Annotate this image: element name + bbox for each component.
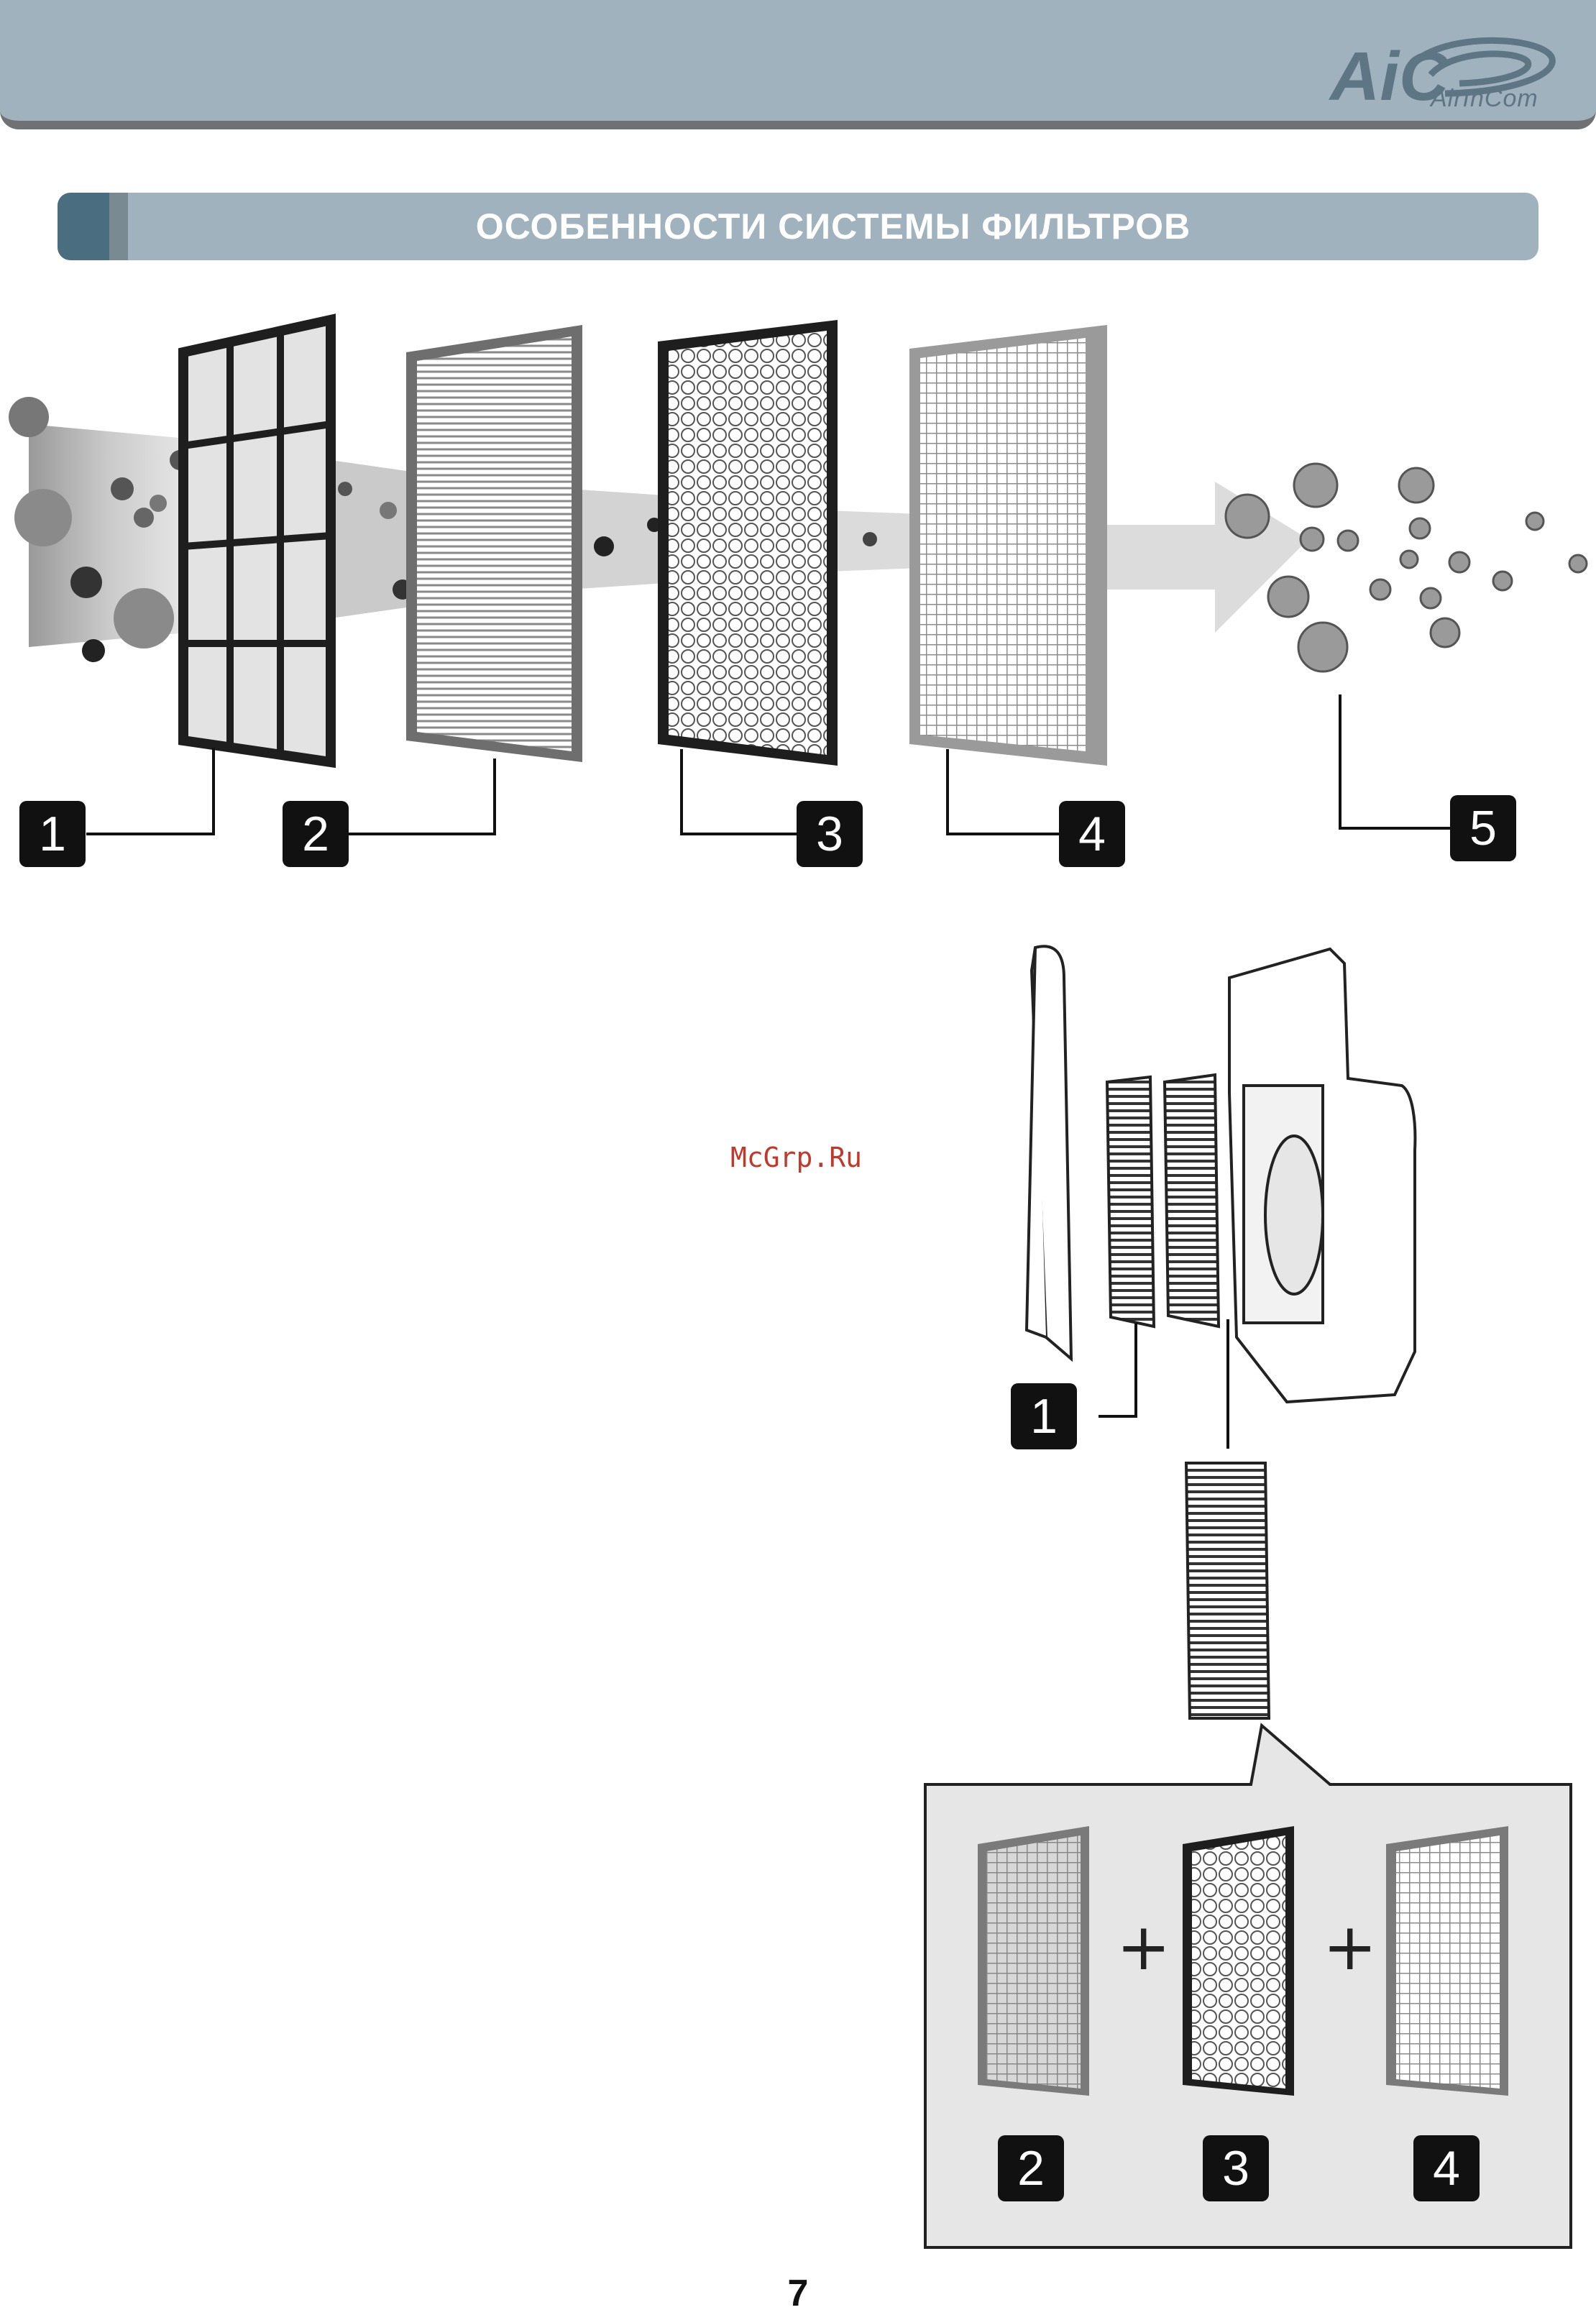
combo-badge-3: 3 xyxy=(1203,2135,1269,2201)
page-number: 7 xyxy=(0,2272,1596,2315)
label-badge-4: 4 xyxy=(1059,801,1125,867)
plus-sign-2: + xyxy=(1323,1915,1377,1980)
filter-2 xyxy=(406,325,582,762)
filter-4 xyxy=(909,325,1107,766)
label-badge-5: 5 xyxy=(1450,795,1516,861)
watermark: McGrp.Ru xyxy=(730,1142,862,1173)
prefilter-1 xyxy=(183,320,331,762)
combo-badge-4: 4 xyxy=(1413,2135,1480,2201)
filter-3 xyxy=(658,320,838,766)
label-badge-2: 2 xyxy=(283,801,349,867)
plus-sign-1: + xyxy=(1116,1915,1170,1980)
purifier-unit xyxy=(1027,946,1415,1718)
unit-label-badge-1: 1 xyxy=(1011,1383,1077,1449)
label-badge-1: 1 xyxy=(19,801,86,867)
label-badge-3: 3 xyxy=(797,801,863,867)
combo-badge-2: 2 xyxy=(998,2135,1064,2201)
unit-callout-lines xyxy=(1099,1319,1228,1449)
